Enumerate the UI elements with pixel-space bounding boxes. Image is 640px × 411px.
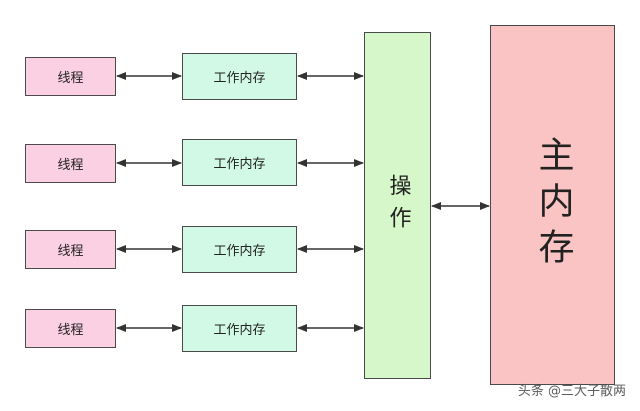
- thread-label: 线程: [57, 244, 84, 259]
- main-memory-box: 主内存: [490, 25, 615, 385]
- thread-box-4: 线程: [25, 309, 116, 348]
- thread-label: 线程: [57, 323, 84, 338]
- working-memory-label: 工作内存: [213, 71, 266, 86]
- operation-box: 操作: [364, 32, 431, 379]
- thread-box-1: 线程: [25, 57, 116, 96]
- thread-box-2: 线程: [25, 144, 116, 183]
- main-memory-label: 主内存: [532, 136, 574, 274]
- working-memory-box-3: 工作内存: [182, 226, 297, 273]
- working-memory-box-2: 工作内存: [182, 139, 297, 186]
- working-memory-label: 工作内存: [213, 157, 266, 172]
- thread-box-3: 线程: [25, 230, 116, 269]
- working-memory-label: 工作内存: [213, 244, 266, 259]
- working-memory-box-1: 工作内存: [182, 53, 297, 100]
- watermark-text: 头条 @三大子散两: [517, 384, 626, 399]
- operation-label: 操作: [385, 173, 411, 238]
- working-memory-box-4: 工作内存: [182, 305, 297, 352]
- thread-label: 线程: [57, 71, 84, 86]
- working-memory-label: 工作内存: [213, 323, 266, 338]
- thread-label: 线程: [57, 158, 84, 173]
